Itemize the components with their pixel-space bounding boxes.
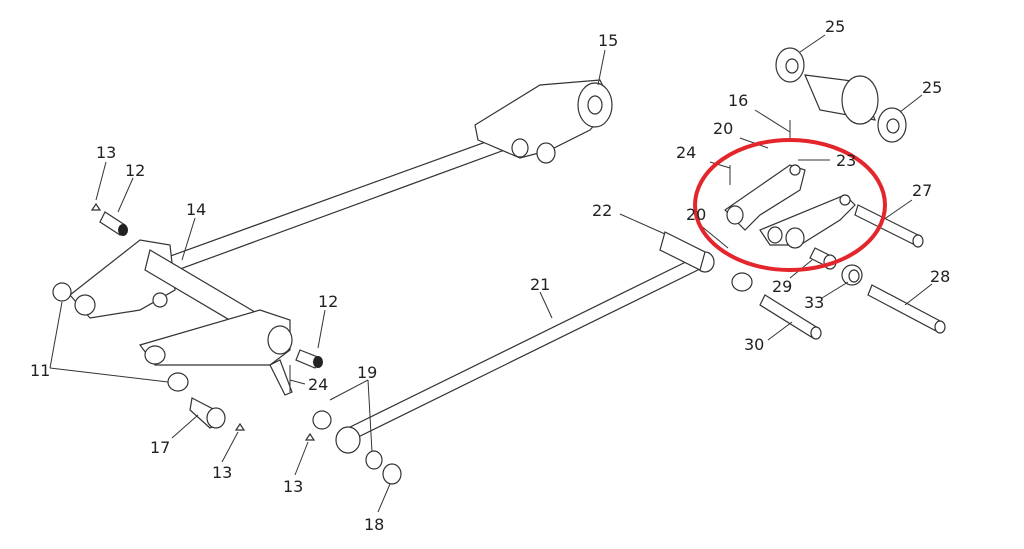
part-14-arm — [69, 239, 293, 396]
pins-right — [759, 204, 946, 340]
label-24: 24 — [308, 375, 328, 394]
label-30: 30 — [744, 335, 764, 354]
part-23-24-arms — [724, 164, 856, 249]
part-21-rod — [312, 231, 753, 485]
label-13: 13 — [212, 463, 232, 482]
upper-rod — [164, 134, 511, 273]
label-28: 28 — [930, 267, 950, 286]
part-25-bearings — [775, 47, 907, 143]
label-33: 33 — [804, 293, 824, 312]
label-24: 24 — [676, 143, 696, 162]
label-22: 22 — [592, 201, 612, 220]
label-13: 13 — [283, 477, 303, 496]
label-25: 25 — [922, 78, 942, 97]
label-12: 12 — [125, 161, 145, 180]
label-29: 29 — [772, 277, 792, 296]
label-12: 12 — [318, 292, 338, 311]
label-19: 19 — [357, 363, 377, 382]
label-27: 27 — [912, 181, 932, 200]
leader-lines — [49, 34, 933, 513]
label-16: 16 — [728, 91, 748, 110]
highlight-circle — [693, 138, 887, 272]
label-20: 20 — [713, 119, 733, 138]
label-23: 23 — [836, 151, 856, 170]
label-18: 18 — [364, 515, 384, 534]
label-15: 15 — [598, 31, 618, 50]
label-14: 14 — [186, 200, 206, 219]
label-25: 25 — [825, 17, 845, 36]
part-15-bracket — [474, 79, 613, 164]
label-20: 20 — [686, 205, 706, 224]
label-13: 13 — [96, 143, 116, 162]
label-11: 11 — [30, 361, 50, 380]
label-21: 21 — [530, 275, 550, 294]
label-17: 17 — [150, 438, 170, 457]
